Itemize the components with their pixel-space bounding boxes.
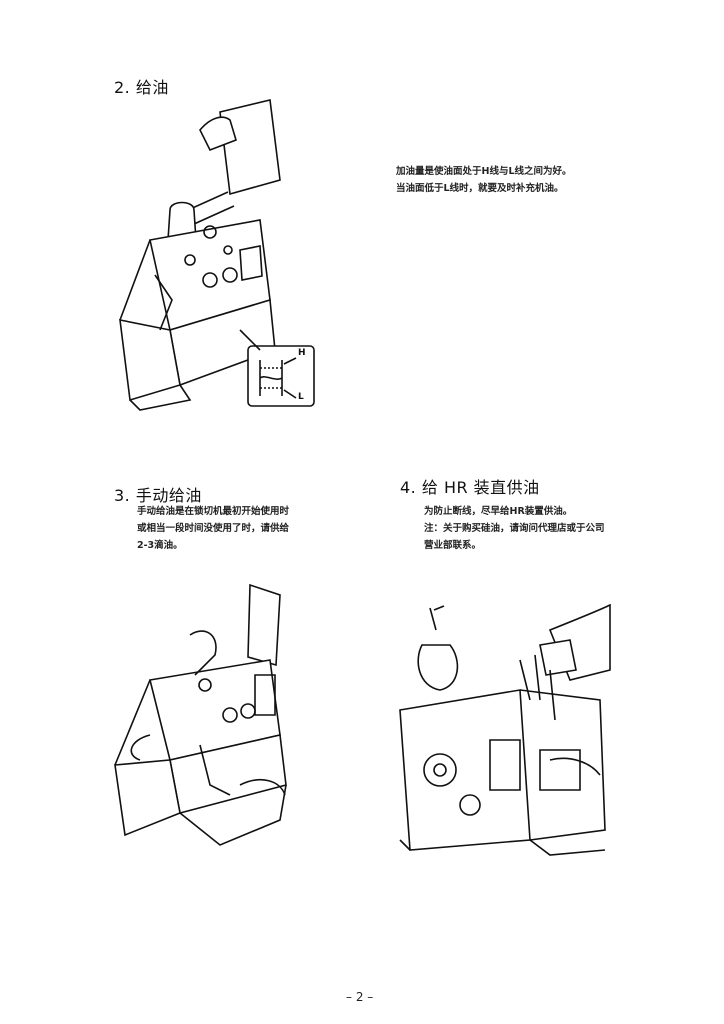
note-line: 注：关于购买硅油，请询问代理店或于公司 — [424, 523, 605, 534]
note-line: 加油量是使油面处于H线与L线之间为好。 — [396, 166, 572, 177]
oil-filling-illustration — [110, 100, 330, 420]
gauge-label-high: H — [298, 348, 306, 358]
note-line: 当油面低于L线时，就要及时补充机油。 — [396, 183, 564, 194]
section-3-heading: 3. 手动给油 — [114, 486, 202, 505]
page-number: – 2 – — [346, 990, 374, 1004]
section-4-notes: 为防止断线，尽早给HR装置供油。 注：关于购买硅油，请询问代理店或于公司 营业部… — [424, 503, 605, 554]
section-4-heading: 4. 给 HR 装直供油 — [400, 478, 540, 497]
section-3-notes: 手动给油是在锁切机最初开始使用时 或相当一段时间没使用了时，请供给 2-3滴油。 — [137, 503, 289, 554]
hr-device-oiling-illustration — [400, 600, 610, 860]
note-line: 为防止断线，尽早给HR装置供油。 — [424, 506, 573, 517]
gauge-label-low: L — [298, 392, 304, 402]
note-line: 营业部联系。 — [424, 540, 482, 551]
manual-oiling-illustration — [110, 585, 310, 855]
note-line: 或相当一段时间没使用了时，请供给 — [137, 523, 290, 534]
note-line: 2-3滴油。 — [137, 540, 183, 551]
note-line: 手动给油是在锁切机最初开始使用时 — [137, 506, 290, 517]
section-2-heading: 2. 给油 — [114, 78, 169, 97]
section-2-notes: 加油量是使油面处于H线与L线之间为好。 当油面低于L线时，就要及时补充机油。 — [396, 163, 572, 197]
